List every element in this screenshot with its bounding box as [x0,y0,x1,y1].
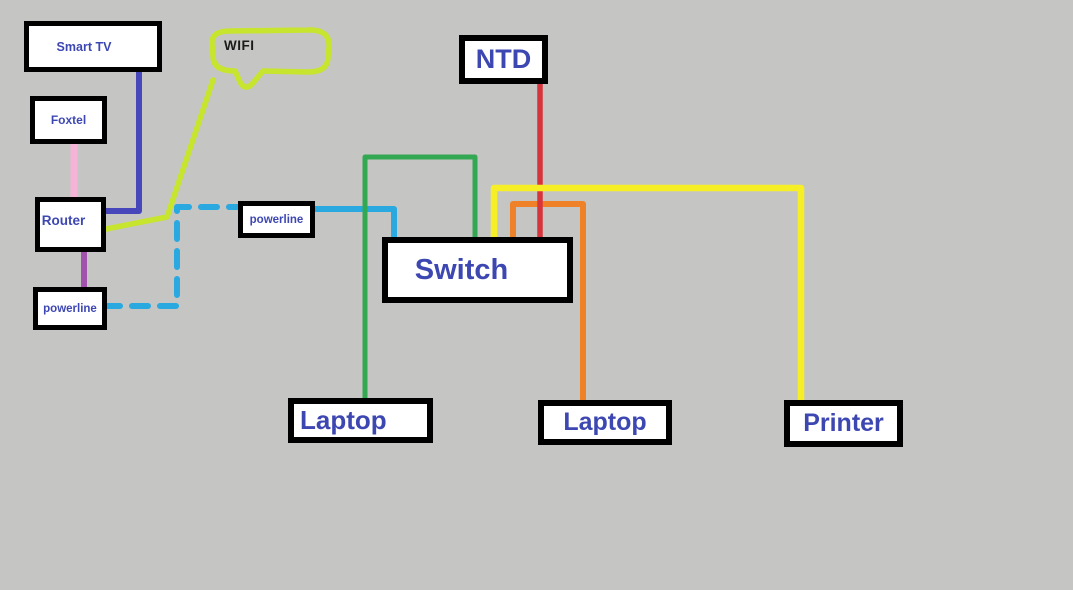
node-laptop-right: Laptop [538,400,672,445]
wifi-bubble-label: WIFI [224,38,255,53]
node-router-label: Router [41,213,86,228]
node-foxtel: Foxtel [30,96,107,144]
node-printer: Printer [784,400,903,447]
connection-smarttv-router [101,67,142,214]
connection-wifi-router [98,77,216,233]
node-smart-tv: Smart TV [24,21,162,72]
connection-powerline-switch [309,206,397,244]
node-switch: Switch [382,237,573,303]
node-switch-label: Switch [414,253,509,286]
node-ntd: NTD [459,35,548,84]
connection-switch-laptop-left [362,154,478,403]
node-powerline-right: powerline [238,201,315,238]
node-laptop-left: Laptop [288,398,433,443]
node-powerline-left: powerline [33,287,107,330]
node-printer-label: Printer [803,409,884,437]
node-smart-tv-label: Smart TV [56,39,112,54]
node-router: Router [35,197,106,252]
connection-switch-printer [490,184,805,406]
node-ntd-label: NTD [475,44,532,74]
node-powerline-right-label: powerline [249,213,304,226]
wifi-bubble-outline [209,27,332,90]
connection-switch-laptop-right [510,201,586,405]
node-foxtel-label: Foxtel [50,113,87,127]
node-powerline-left-label: powerline [43,302,97,315]
connection-powerline-powerline [101,204,243,309]
node-laptop-right-label: Laptop [563,408,647,436]
node-laptop-left-label: Laptop [300,405,387,435]
